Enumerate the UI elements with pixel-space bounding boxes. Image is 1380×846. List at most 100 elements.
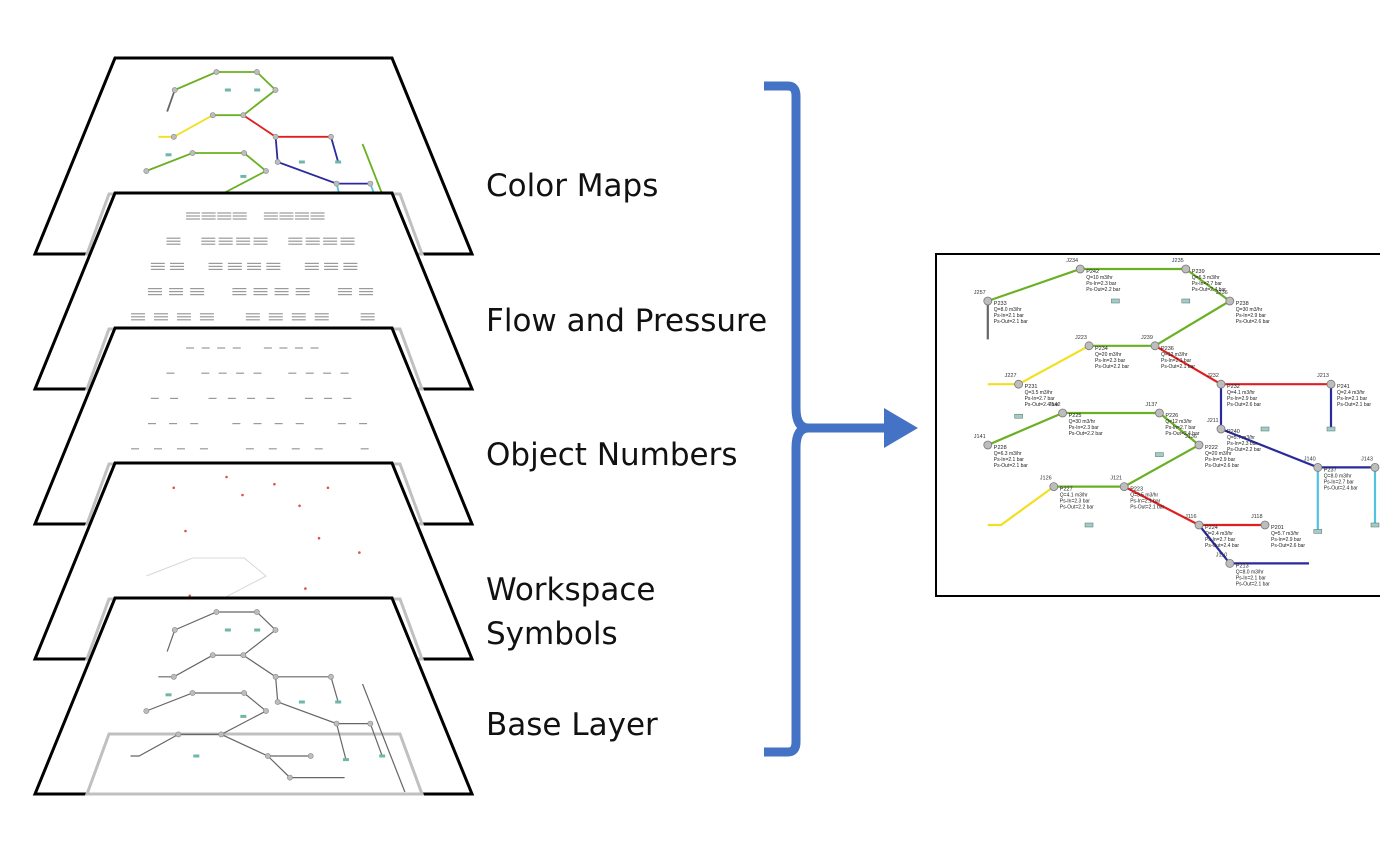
hydrant-symbol bbox=[335, 700, 342, 704]
result-flow-label: Q=2.4 m3/hr bbox=[1205, 531, 1233, 537]
result-node bbox=[1194, 440, 1204, 450]
result-node bbox=[1075, 264, 1085, 274]
object-number-text bbox=[340, 372, 349, 374]
hydrant-symbol bbox=[193, 754, 200, 758]
object-number-text bbox=[305, 372, 314, 374]
result-flow-label: Q=10 m3/hr bbox=[1086, 275, 1113, 281]
workspace-marker bbox=[184, 529, 187, 533]
object-number-text bbox=[150, 397, 159, 399]
result-pressure-label: Ps-Out=2.2 bar bbox=[1069, 431, 1103, 437]
result-node-label: J126 bbox=[1040, 476, 1052, 482]
object-number-text bbox=[337, 423, 346, 425]
result-flow-label: Q=8.0 m3/hr bbox=[994, 307, 1022, 313]
object-number-text bbox=[288, 372, 297, 374]
object-number-text bbox=[253, 423, 262, 425]
flow-pressure-text bbox=[245, 316, 260, 318]
flow-pressure-text bbox=[208, 262, 223, 264]
object-number-text bbox=[236, 372, 245, 374]
junction-node bbox=[171, 627, 178, 633]
flow-pressure-text bbox=[304, 265, 319, 267]
result-flow-label: Q=3.5 m3/hr bbox=[1025, 390, 1053, 396]
result-pipe-label: P241 bbox=[1337, 384, 1350, 390]
object-number-text bbox=[201, 372, 210, 374]
flow-pressure-text bbox=[190, 294, 205, 296]
junction-node bbox=[367, 720, 374, 727]
result-node-label: J121 bbox=[1110, 476, 1122, 482]
object-number-text bbox=[217, 347, 226, 349]
hydrant-symbol bbox=[379, 754, 386, 758]
result-node-label: J213 bbox=[1317, 373, 1329, 379]
flow-pressure-text bbox=[359, 294, 374, 296]
layer-stack bbox=[32, 56, 475, 796]
result-pressure-label: Ps-In=2.3 bar bbox=[1095, 358, 1125, 364]
junction-node bbox=[241, 150, 248, 156]
flow-pressure-text bbox=[314, 319, 329, 321]
flow-pressure-text bbox=[323, 243, 338, 245]
junction-node bbox=[241, 690, 248, 696]
flow-pressure-text bbox=[340, 240, 355, 242]
junction-node bbox=[333, 720, 340, 727]
result-node bbox=[1313, 462, 1323, 472]
flow-pressure-text bbox=[186, 218, 201, 220]
pipe-segment bbox=[275, 676, 371, 725]
flow-pressure-text bbox=[247, 265, 262, 267]
flow-pressure-text bbox=[288, 243, 303, 245]
flow-pressure-text bbox=[340, 243, 355, 245]
hydrant-symbol bbox=[254, 88, 261, 92]
result-pipe-label: P242 bbox=[1086, 269, 1099, 275]
junction-node bbox=[189, 690, 196, 696]
flow-pressure-text bbox=[268, 313, 283, 315]
workspace-marker bbox=[172, 486, 176, 490]
result-node-label: J143 bbox=[1361, 456, 1373, 462]
result-node bbox=[1084, 341, 1094, 351]
flow-pressure-text bbox=[218, 243, 233, 245]
result-pressure-label: Ps-Out=2.1 bar bbox=[1337, 402, 1371, 408]
workspace-marker bbox=[273, 482, 276, 486]
junction-node bbox=[253, 69, 260, 75]
result-pressure-label: Ps-In=2.9 bar bbox=[1271, 537, 1301, 543]
flow-pressure-text bbox=[166, 240, 181, 242]
workspace-marker bbox=[358, 551, 361, 554]
hydrant-symbol bbox=[240, 174, 247, 178]
result-pressure-label: Ps-In=2.1 bar bbox=[994, 457, 1024, 463]
result-pressure-label: Ps-Out=2.6 bar bbox=[1271, 543, 1305, 549]
result-node-label: J140 bbox=[1304, 456, 1316, 462]
flow-pressure-text bbox=[227, 262, 242, 264]
object-number-text bbox=[218, 372, 227, 374]
flow-pressure-text bbox=[154, 319, 169, 321]
flow-pressure-text bbox=[295, 288, 310, 290]
flow-pressure-text bbox=[253, 291, 268, 293]
flow-pressure-text bbox=[247, 262, 262, 264]
result-pipe bbox=[987, 267, 1232, 347]
result-node bbox=[1260, 520, 1270, 530]
flow-pressure-text bbox=[343, 268, 358, 270]
junction-node bbox=[209, 112, 216, 119]
result-hydrant bbox=[1260, 426, 1270, 432]
bracket-shape bbox=[764, 81, 813, 757]
object-number-text bbox=[169, 423, 178, 425]
object-number-text bbox=[279, 347, 288, 349]
flow-pressure-text bbox=[291, 319, 306, 321]
object-number-text bbox=[247, 397, 256, 399]
flow-pressure-text bbox=[201, 218, 216, 220]
flow-pressure-text bbox=[274, 291, 289, 293]
result-node bbox=[1150, 341, 1160, 351]
result-pipe-label: P201 bbox=[1271, 525, 1284, 531]
junction-node bbox=[263, 708, 269, 714]
flow-pressure-text bbox=[169, 288, 184, 290]
result-hydrant bbox=[1370, 522, 1380, 528]
result-node-label: J118 bbox=[1251, 514, 1263, 520]
hydrant-symbol bbox=[224, 628, 231, 632]
flow-pressure-text bbox=[199, 319, 214, 321]
hydrant-symbol bbox=[254, 628, 261, 632]
result-hydrant bbox=[1014, 413, 1023, 419]
label-object-numbers: Object Numbers bbox=[486, 437, 738, 473]
flow-pressure-text bbox=[324, 262, 339, 264]
result-node-label: J236 bbox=[1216, 290, 1228, 296]
object-number-text bbox=[176, 448, 185, 450]
result-pipe-label: P236 bbox=[1161, 346, 1174, 352]
flow-pressure-text bbox=[288, 237, 303, 239]
flow-pressure-text bbox=[201, 212, 216, 214]
flow-pressure-text bbox=[147, 294, 162, 296]
